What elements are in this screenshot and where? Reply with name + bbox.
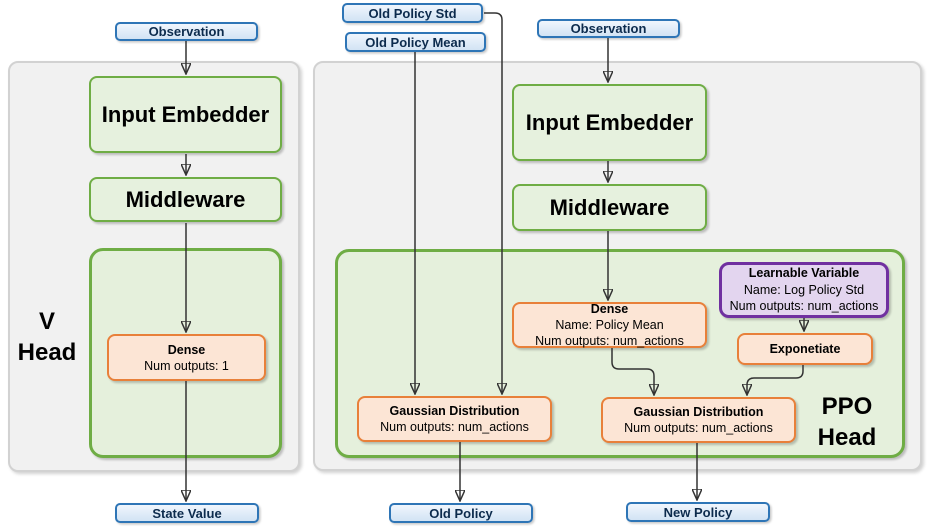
- v-head-title-line1: V: [38, 308, 55, 335]
- gaussian-old-title: Gaussian Distribution: [389, 404, 520, 418]
- gaussian-new-outputs: Num outputs: num_actions: [624, 421, 773, 435]
- gaussian-old-outputs: Num outputs: num_actions: [380, 420, 529, 434]
- new-policy-output-node: New Policy: [626, 502, 770, 522]
- ppo-middleware-node: Middleware: [512, 184, 707, 231]
- v-dense-outputs: Num outputs: 1: [144, 358, 229, 373]
- gaussian-distribution-old-node: Gaussian Distribution Num outputs: num_a…: [357, 396, 552, 442]
- ppo-head-title-line1: PPO: [821, 393, 873, 420]
- gaussian-new-title: Gaussian Distribution: [633, 405, 764, 419]
- v-dense-node: Dense Num outputs: 1: [107, 334, 266, 381]
- v-input-embedder-node: Input Embedder: [89, 76, 282, 153]
- v-state-value-node: State Value: [115, 503, 259, 523]
- ppo-dense-name: Name: Policy Mean: [555, 318, 664, 332]
- v-observation-node: Observation: [115, 22, 258, 41]
- ppo-head-title-line2: Head: [817, 424, 877, 451]
- ppo-head-title: PPO Head: [799, 391, 895, 453]
- v-head-title: V Head: [8, 306, 86, 368]
- ppo-observation-node: Observation: [537, 19, 680, 38]
- old-policy-output-node: Old Policy: [389, 503, 533, 523]
- old-policy-mean-node: Old Policy Mean: [345, 32, 486, 52]
- old-policy-std-node: Old Policy Std: [342, 3, 483, 23]
- learnable-variable-node: Learnable Variable Name: Log Policy Std …: [719, 262, 889, 318]
- v-middleware-node: Middleware: [89, 177, 282, 222]
- v-dense-title: Dense: [167, 342, 206, 357]
- v-head-title-line2: Head: [17, 339, 77, 366]
- ppo-dense-node: Dense Name: Policy Mean Num outputs: num…: [512, 302, 707, 348]
- gaussian-distribution-new-node: Gaussian Distribution Num outputs: num_a…: [601, 397, 796, 443]
- ppo-dense-outputs: Num outputs: num_actions: [535, 334, 684, 348]
- learnable-variable-outputs: Num outputs: num_actions: [729, 299, 879, 314]
- learnable-variable-name: Name: Log Policy Std: [743, 282, 865, 297]
- learnable-variable-title: Learnable Variable: [748, 266, 860, 281]
- ppo-input-embedder-node: Input Embedder: [512, 84, 707, 161]
- ppo-dense-title: Dense: [590, 302, 629, 316]
- exponetiate-node: Exponetiate: [737, 333, 873, 365]
